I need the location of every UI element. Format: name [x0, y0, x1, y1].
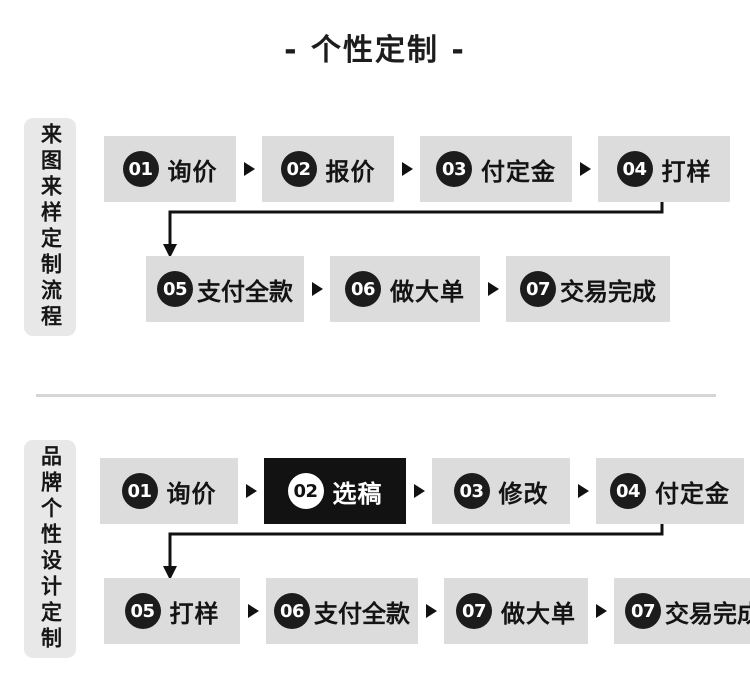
flow-step-07-default[interactable]: 07 做大单	[444, 578, 588, 644]
step-label: 做大单	[390, 277, 465, 306]
flow-step-04-default[interactable]: 04 打样	[598, 136, 730, 202]
arrow-right-icon	[418, 604, 444, 618]
arrow-right-icon	[304, 282, 330, 296]
arrow-right-icon	[572, 162, 598, 176]
arrow-right-triangle	[247, 604, 259, 618]
step-number-badge: 04	[610, 473, 646, 509]
page-title: - 个性定制 -	[284, 33, 466, 68]
step-number-badge: 03	[453, 473, 490, 509]
step-number-badge: 07	[625, 593, 661, 629]
step-label: 付定金	[655, 479, 730, 508]
section-side-label-text: 品牌个性设计定制	[38, 445, 63, 653]
flow-step-02-active[interactable]: 02 选稿	[264, 458, 406, 524]
step-label: 修改	[498, 479, 549, 508]
arrow-right-triangle	[425, 604, 437, 618]
flow-step-04-default[interactable]: 04 付定金	[596, 458, 744, 524]
step-number-badge: 02	[280, 151, 317, 187]
step-label: 支付全款	[197, 277, 293, 306]
flow-step-06-default[interactable]: 06 做大单	[330, 256, 480, 322]
arrow-right-triangle	[413, 484, 425, 498]
step-number-badge: 06	[274, 593, 310, 629]
step-label: 选稿	[332, 479, 383, 508]
flow-step-02-default[interactable]: 02 报价	[262, 136, 394, 202]
section-side-label-text: 来图来样定制流程	[38, 123, 63, 331]
step-number-badge: 07	[456, 593, 492, 629]
arrow-right-icon	[480, 282, 506, 296]
flow-step-03-default[interactable]: 03 修改	[432, 458, 570, 524]
step-label: 询价	[167, 157, 218, 186]
step-label: 打样	[169, 599, 220, 628]
arrow-right-icon	[238, 484, 264, 498]
arrow-right-triangle	[487, 282, 499, 296]
step-number-badge: 07	[520, 271, 556, 307]
step-row: 01 询价 02 报价 03 付定金 04 打样	[104, 136, 730, 202]
step-number-badge: 06	[345, 271, 381, 307]
flow-step-01-default[interactable]: 01 询价	[100, 458, 238, 524]
arrow-right-triangle	[245, 484, 257, 498]
step-label: 交易完成	[665, 599, 750, 628]
arrow-right-icon	[570, 484, 596, 498]
arrow-right-icon	[394, 162, 420, 176]
step-label: 付定金	[481, 157, 556, 186]
arrow-right-icon	[240, 604, 266, 618]
section-side-label: 来图来样定制流程	[24, 118, 76, 336]
step-label: 询价	[166, 479, 217, 508]
step-label: 交易完成	[560, 277, 656, 306]
arrow-right-triangle	[579, 162, 591, 176]
step-label: 支付全款	[314, 599, 410, 628]
section-divider	[36, 394, 716, 397]
step-label: 做大单	[501, 599, 576, 628]
step-number-badge: 05	[124, 593, 161, 629]
step-row: 01 询价 02 选稿 03 修改 04 付定金	[100, 458, 744, 524]
step-number-badge: 02	[287, 473, 324, 509]
arrow-right-icon	[406, 484, 432, 498]
arrow-right-triangle	[577, 484, 589, 498]
arrow-right-triangle	[311, 282, 323, 296]
arrow-right-icon	[588, 604, 614, 618]
step-number-badge: 01	[122, 151, 159, 187]
arrow-right-triangle	[401, 162, 413, 176]
flow-step-01-default[interactable]: 01 询价	[104, 136, 236, 202]
arrow-right-triangle	[595, 604, 607, 618]
step-number-badge: 04	[616, 151, 653, 187]
arrow-right-icon	[236, 162, 262, 176]
section-side-label: 品牌个性设计定制	[24, 440, 76, 658]
flow-step-05-default[interactable]: 05 打样	[104, 578, 240, 644]
step-label: 报价	[325, 157, 376, 186]
step-label: 打样	[661, 157, 712, 186]
arrow-right-triangle	[243, 162, 255, 176]
step-number-badge: 05	[157, 271, 193, 307]
step-number-badge: 01	[121, 473, 158, 509]
flow-step-03-default[interactable]: 03 付定金	[420, 136, 572, 202]
step-number-badge: 03	[436, 151, 472, 187]
